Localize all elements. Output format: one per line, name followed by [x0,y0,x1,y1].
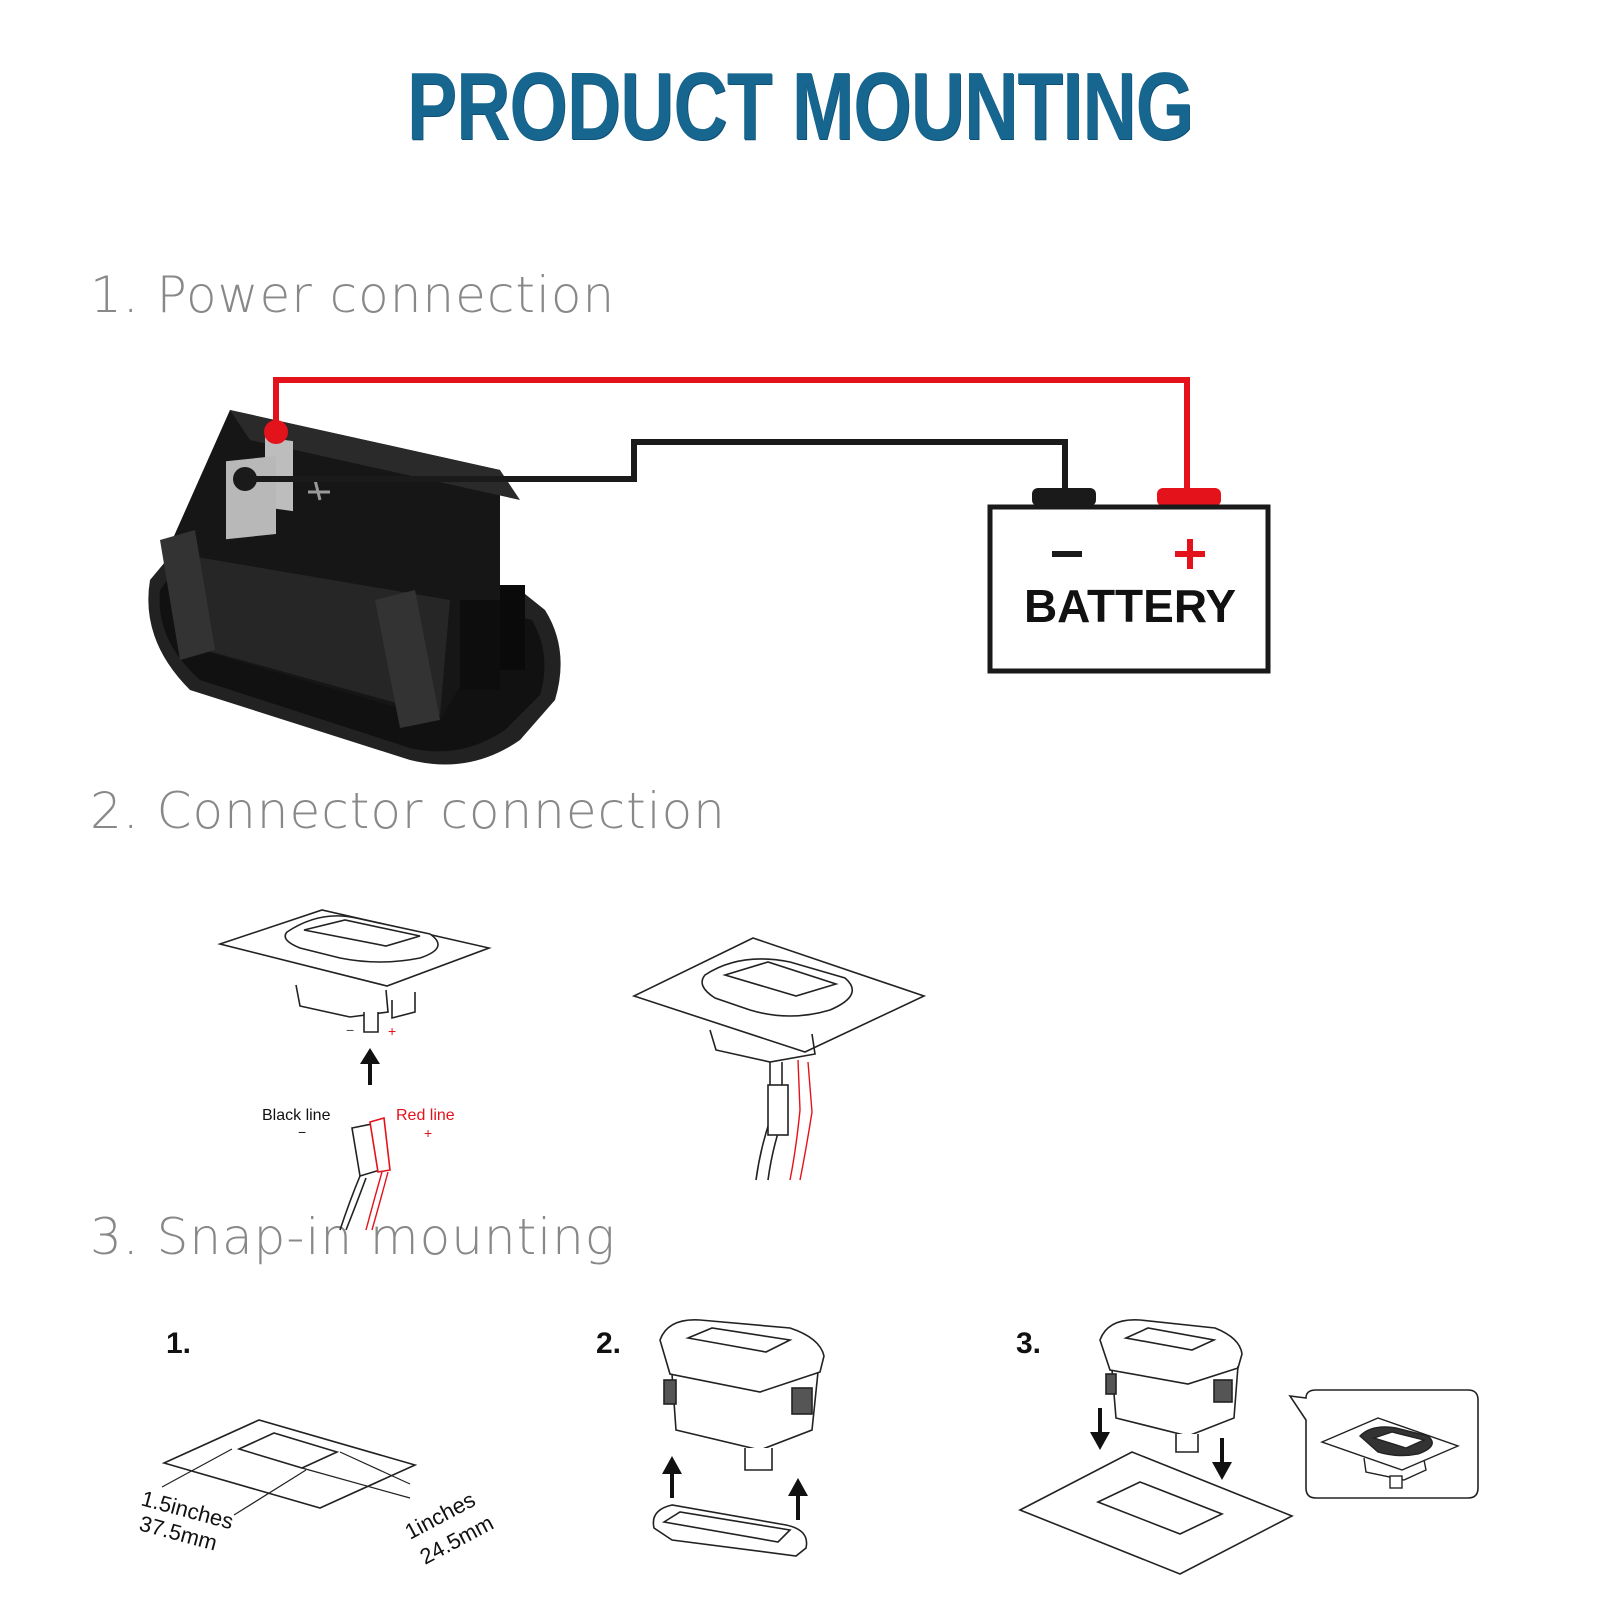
meter-assembly-right [631,937,927,1181]
meter-body-step-2 [652,1319,825,1557]
battery-label: BATTERY [1024,580,1236,632]
wire-connector-plug [339,1116,391,1231]
positive-wire [273,377,1190,494]
pin-minus-label: − [346,1022,354,1038]
section-heading-power: 1. Power connection [90,266,616,324]
battery-negative-post [1032,488,1096,506]
red-wire-right [789,1059,813,1181]
installed-result-callout [1288,1389,1479,1499]
battery-minus-sign [1052,551,1082,557]
step-2-number: 2. [596,1327,621,1360]
black-line-label: Black line [262,1107,331,1124]
push-up-arrow-left-icon [662,1456,682,1498]
pin-plus-label: + [388,1023,396,1039]
red-line-sign: + [424,1125,432,1141]
panel-cutout [161,1419,418,1516]
positive-terminal-dot [264,420,288,444]
page-title: PRODUCT MOUNTING [406,53,1194,160]
voltmeter-photo [148,410,561,765]
negative-wire [245,439,1068,494]
push-down-arrow-right-icon [1212,1438,1232,1480]
step-1-number: 1. [166,1327,191,1360]
battery-positive-post [1157,488,1221,506]
meter-body-step-3 [1099,1319,1243,1453]
panel-step-3 [1018,1451,1294,1575]
insert-arrow-up-icon [360,1048,380,1085]
negative-terminal-dot [233,467,257,491]
red-line-label: Red line [396,1107,455,1124]
step-3-number: 3. [1016,1327,1041,1360]
section-heading-snap-in: 3. Snap-in mounting [90,1208,616,1266]
meter-assembly-left: − + [217,909,492,1039]
black-line-sign: − [298,1124,306,1140]
push-down-arrow-left-icon [1090,1408,1110,1450]
push-up-arrow-right-icon [788,1478,808,1520]
battery-body [987,504,1271,674]
section-heading-connector: 2. Connector connection [90,782,726,840]
battery: BATTERY [987,488,1271,674]
battery-plus-vertical [1187,539,1193,569]
